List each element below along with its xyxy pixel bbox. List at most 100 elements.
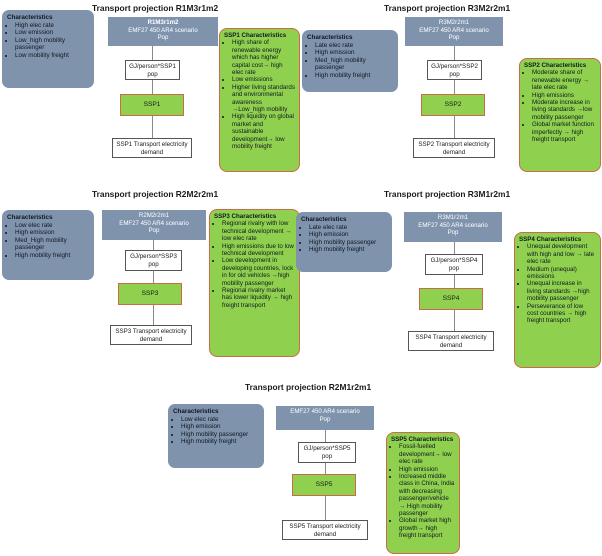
characteristic-item: High emission — [181, 423, 259, 431]
gj-label: GJ/person*SSP1 — [129, 63, 176, 70]
panel-title: Transport projection R2M1r2m1 — [245, 382, 372, 392]
ssp-characteristics-box: SSP1 Characteristics High share of renew… — [219, 28, 300, 172]
ssp-characteristic-item: High share of renewable energy which has… — [232, 39, 295, 76]
ssp-characteristic-item: High emissions — [532, 92, 596, 99]
ssp-characteristic-item: Fossil-fuelled development→ low elec rat… — [399, 443, 455, 465]
scenario-description: EMF27 450 AR4 scenario — [419, 26, 489, 34]
gj-label: GJ/person*SSP5 — [303, 445, 351, 452]
characteristic-item: Late elec rate — [315, 42, 393, 50]
connector-line — [152, 116, 153, 138]
scenario-box: R3M2r2m1 EMF27 450 AR4 scenario Pop — [405, 17, 503, 46]
scenario-pop: Pop — [148, 227, 160, 234]
panel-title: Transport projection R3M2r2m1 — [384, 3, 511, 13]
gj-per-person-box: GJ/person*SSP2 pop — [427, 60, 482, 80]
projection-panel-1: Transport projection R1M3r1m2 Characteri… — [0, 0, 301, 185]
ssp-characteristics-box: SSP2 Characteristics Moderate share of r… — [519, 58, 601, 172]
connector-line — [454, 46, 455, 60]
projection-panel-2: Transport projection R3M2r2m1 Characteri… — [301, 0, 602, 185]
scenario-description: EMF27 450 AR4 scenario — [128, 26, 198, 34]
characteristic-item: High emission — [15, 229, 89, 237]
scenario-pop: Pop — [157, 34, 169, 41]
gj-label: GJ/person*SSP2 — [431, 63, 478, 70]
characteristic-item: Low elec rate — [181, 416, 259, 424]
projection-panel-4: Transport projection R3M1r2m1 Characteri… — [296, 185, 602, 370]
ssp-characteristic-item: Higher living standards and environmenta… — [232, 84, 295, 114]
demand-box: SSP5 Transport electricity demand — [282, 520, 368, 540]
demand-label: demand — [140, 148, 164, 156]
scenario-name: R3M1r2m1 — [437, 214, 469, 221]
connector-line — [454, 80, 455, 94]
characteristics-header: Characteristics — [301, 216, 347, 223]
characteristic-item: Med_High mobility passenger — [15, 237, 89, 252]
connector-line — [454, 242, 455, 254]
characteristic-item: Late elec rate — [309, 224, 387, 232]
characteristics-header: Characteristics — [7, 14, 53, 21]
ssp-characteristics-box: SSP3 Characteristics Regional rivalry wi… — [209, 209, 300, 357]
ssp-characteristic-item: Moderate increase in living standards →l… — [532, 99, 596, 121]
connector-line — [152, 46, 153, 60]
characteristic-item: High elec rate — [15, 22, 89, 30]
scenario-name: R3M2r2m1 — [438, 19, 470, 26]
connector-line — [153, 240, 154, 250]
ssp-characteristic-item: Regional rivalry market has lower liquid… — [222, 287, 295, 309]
ssp-characteristics-header: SSP1 Characteristics — [224, 32, 287, 39]
connector-line — [454, 116, 455, 138]
gj-label: pop — [147, 70, 158, 78]
characteristics-box: Characteristics Low elec rate High emiss… — [2, 210, 94, 280]
scenario-description: EMF27 450 AR4 scenario — [290, 408, 360, 415]
ssp-characteristic-item: Global market function imperfectly → hig… — [532, 121, 596, 143]
panel-title: Transport projection R1M3r1m2 — [92, 3, 219, 13]
characteristics-box: Characteristics Late elec rate High emis… — [302, 30, 398, 92]
ssp-characteristics-box: SSP4 Characteristics Unequal development… — [514, 232, 601, 368]
characteristic-item: High mobility freight — [15, 252, 89, 260]
characteristic-item: Med_high mobility passenger — [315, 57, 393, 72]
characteristic-item: High mobility freight — [309, 246, 387, 254]
ssp-characteristics-header: SSP3 Characteristics — [214, 213, 277, 220]
scenario-description: EMF27 450 AR4 scenario — [418, 221, 488, 229]
ssp-characteristic-item: High emission — [399, 466, 455, 473]
gj-label: GJ/person*SSP3 — [130, 253, 177, 260]
connector-line — [153, 271, 154, 283]
demand-label: SSP1 Transport electricity — [116, 141, 188, 148]
characteristics-header: Characteristics — [307, 34, 353, 41]
characteristic-item: High emission — [309, 231, 387, 239]
demand-label: demand — [313, 530, 337, 538]
demand-box: SSP1 Transport electricity demand — [112, 138, 192, 158]
scenario-name: R1M3r1m2 — [147, 19, 179, 26]
characteristic-item: Low mobility freight — [15, 52, 89, 60]
ssp-characteristic-item: Global market high growth→ high freight … — [399, 517, 455, 539]
demand-box: SSP2 Transport electricity demand — [413, 138, 495, 158]
gj-label: pop — [148, 260, 159, 268]
ssp-characteristic-item: Unequal increase in living standards →hi… — [527, 280, 596, 302]
ssp-characteristics-header: SSP2 Characteristics — [524, 62, 587, 69]
characteristics-box: Characteristics High elec rate Low emiss… — [2, 10, 94, 88]
characteristics-header: Characteristics — [173, 408, 219, 415]
characteristic-item: High mobility freight — [315, 72, 393, 80]
connector-line — [325, 463, 326, 474]
ssp-characteristic-item: Low emissions — [232, 76, 295, 83]
ssp-box: SSP5 — [292, 474, 356, 496]
ssp-characteristic-item: Increased middle class in China, India w… — [399, 473, 455, 517]
ssp-characteristic-item: Moderate share of renewable energy → lat… — [532, 69, 596, 91]
scenario-box: EMF27 450 AR4 scenario Pop — [276, 406, 374, 430]
connector-line — [454, 275, 455, 288]
demand-label: demand — [139, 335, 163, 343]
ssp-characteristic-item: Medium (unequal) emissions — [527, 266, 596, 281]
scenario-box: R3M1r2m1 EMF27 450 AR4 scenario Pop — [404, 212, 502, 242]
connector-line — [153, 305, 154, 325]
ssp-characteristic-item: Low development in developing countries,… — [222, 257, 295, 287]
panel-title: Transport projection R3M1r2m1 — [384, 189, 511, 199]
characteristic-item: High emission — [315, 49, 393, 57]
panel-title: Transport projection R2M2r2m1 — [92, 189, 219, 199]
demand-box: SSP4 Transport electricity demand — [408, 331, 494, 351]
connector-line — [325, 496, 326, 520]
ssp-characteristic-item: Unequal development with high and low → … — [527, 243, 596, 265]
characteristic-item: High mobility passenger — [309, 239, 387, 247]
connector-line — [152, 80, 153, 94]
ssp-characteristics-header: SSP4 Characteristics — [519, 236, 582, 243]
characteristics-header: Characteristics — [7, 214, 53, 221]
scenario-pop: Pop — [319, 415, 331, 423]
demand-label: SSP4 Transport electricity — [415, 334, 487, 341]
characteristic-item: Low elec rate — [15, 222, 89, 230]
characteristic-item: High mobility passenger — [181, 431, 259, 439]
